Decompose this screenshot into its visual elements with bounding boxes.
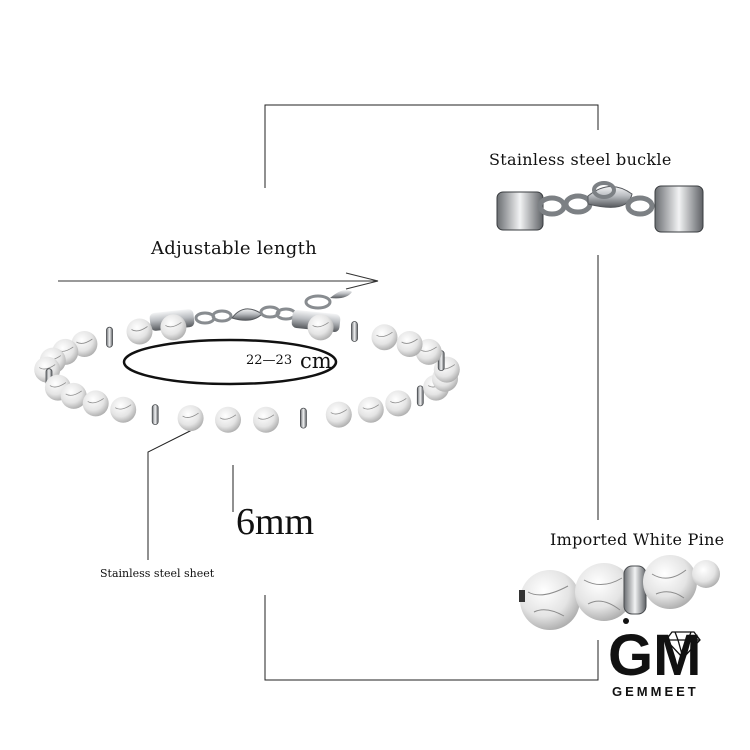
steel-spacer [151, 404, 159, 426]
bead-vein [390, 398, 407, 404]
length-unit: cm [300, 349, 332, 373]
beads [34, 314, 460, 433]
bead-vein [131, 326, 148, 332]
top-frame-line [264, 104, 599, 188]
bead [357, 396, 384, 423]
brand-name: GEMMEET [612, 684, 699, 699]
buckle-detail [496, 181, 704, 233]
bead-vein [114, 404, 132, 410]
bead-vein [76, 338, 93, 344]
bead [215, 406, 241, 433]
buckle-label: Stainless steel buckle [489, 150, 672, 169]
steel-spacer [351, 321, 358, 342]
bead [307, 314, 334, 341]
bead-vein [401, 338, 418, 344]
adjustable-length-label: Adjustable length [151, 238, 318, 259]
bead [396, 331, 423, 357]
bead-vein [219, 414, 237, 420]
white-pine-label: Imported White Pine [550, 530, 725, 549]
bead-vein [376, 331, 393, 338]
bead [60, 382, 87, 409]
bead-vein [312, 322, 329, 328]
bead [110, 396, 137, 423]
length-value: 22—23 [246, 353, 293, 368]
bead-vein [420, 346, 437, 352]
steel-sheet-label: Stainless steel sheet [100, 567, 215, 580]
bead [325, 401, 352, 428]
bead [371, 324, 398, 351]
brand-logo: GM [608, 618, 701, 688]
bead-vein [165, 322, 182, 328]
bead-vein [330, 409, 348, 415]
bead-vein [65, 390, 82, 396]
bead [385, 390, 412, 417]
logo-letters: GM [608, 623, 701, 688]
steel-spacer [416, 385, 424, 407]
bead-vein [362, 404, 380, 410]
bead [160, 314, 187, 341]
length-ellipse [122, 338, 338, 386]
bead-size-label: 6mm [236, 501, 315, 543]
bead-vein [38, 364, 56, 370]
bead [177, 405, 204, 432]
bead [82, 390, 109, 417]
steel-spacer [106, 326, 113, 348]
bead [126, 318, 153, 345]
diamond-icon [665, 631, 701, 661]
frame-lines [147, 104, 599, 681]
bottom-frame-line [264, 595, 599, 681]
bead-closeup [519, 555, 720, 630]
steel-spacer [299, 407, 307, 429]
sheet-pointer-line [147, 429, 193, 560]
bead-vein [257, 414, 275, 420]
bead [253, 406, 279, 433]
bead-vein [182, 412, 199, 418]
arrow-right-icon [58, 272, 379, 290]
bead-vein [87, 398, 104, 404]
bracelet [34, 290, 460, 433]
bead-vein [49, 382, 67, 388]
